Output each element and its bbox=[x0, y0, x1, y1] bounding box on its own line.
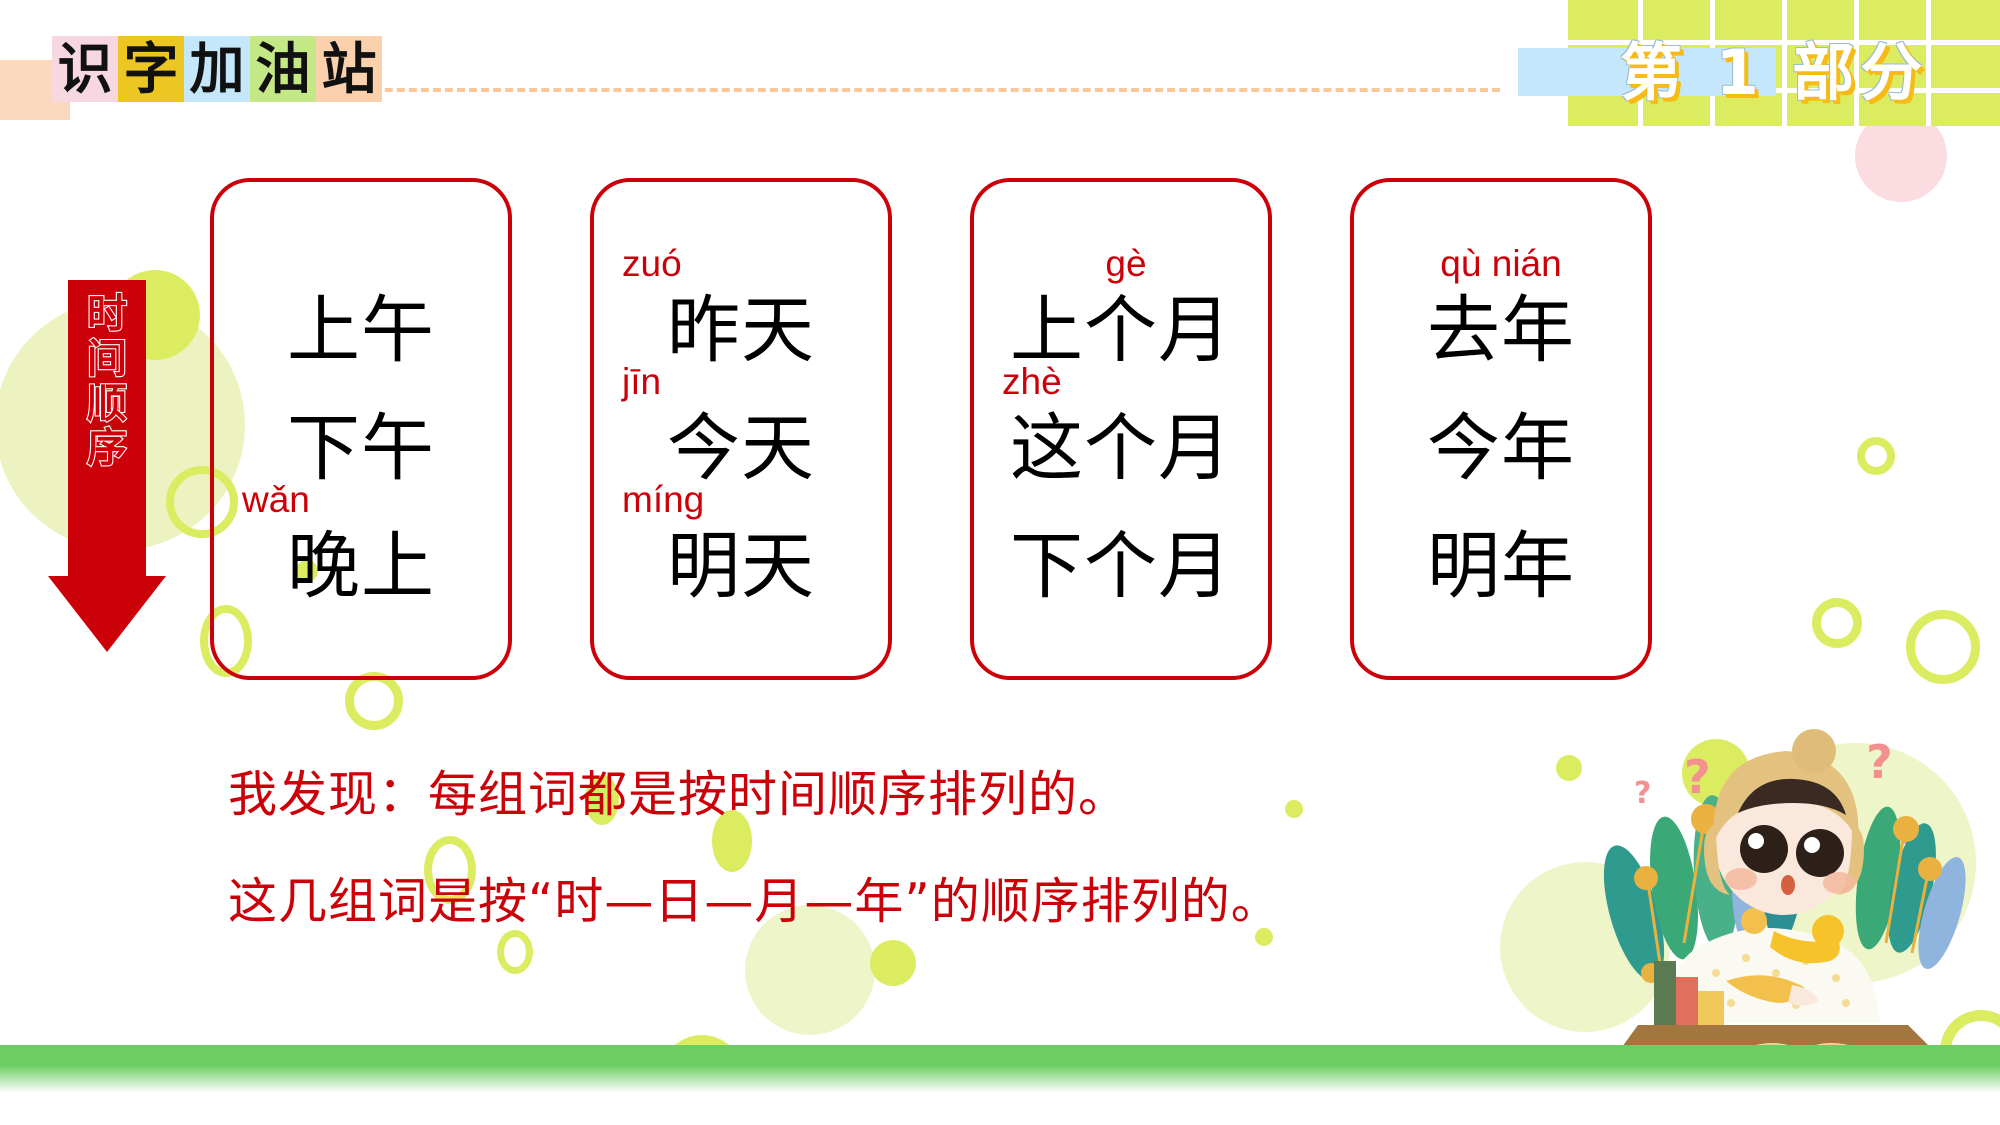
word-card[interactable]: zuó 昨天 jīn 今天 míng 明天 bbox=[590, 178, 892, 680]
word-row: 明年 bbox=[1354, 485, 1648, 603]
word-row: gè 上个月 bbox=[974, 245, 1268, 373]
arrow-label-char-3: 序 bbox=[86, 425, 128, 472]
word-text: 下午 bbox=[287, 406, 435, 491]
title-char-0: 识 bbox=[52, 36, 118, 102]
title-char-1: 字 bbox=[118, 36, 184, 102]
pinyin-label: gè bbox=[1105, 243, 1147, 284]
word-text: 昨天 bbox=[667, 288, 815, 373]
decor-ring-right-mid bbox=[1812, 598, 1862, 648]
svg-text:?: ? bbox=[1684, 750, 1711, 804]
header-dashed-rule bbox=[120, 88, 1500, 92]
word-text: 去年 bbox=[1427, 288, 1575, 373]
word-text: 明年 bbox=[1427, 524, 1575, 609]
word-row: jīn 今天 bbox=[594, 363, 888, 491]
word-text: 上午 bbox=[287, 288, 435, 373]
word-text: 晚上 bbox=[287, 524, 435, 609]
arrow-head-icon bbox=[48, 576, 166, 652]
pinyin-label: wǎn bbox=[242, 479, 310, 520]
title-char-2: 加 bbox=[184, 36, 250, 102]
section-label: 第 1 部分 bbox=[1620, 36, 1929, 109]
pinyin-label: qù nián bbox=[1440, 243, 1562, 284]
word-text: 这个月 bbox=[1010, 406, 1232, 491]
pinyin-label: zhè bbox=[1002, 361, 1062, 402]
word-row: 下午 bbox=[214, 367, 508, 485]
page-title: 识 字 加 油 站 bbox=[52, 36, 382, 102]
word-row: 上午 bbox=[214, 249, 508, 367]
decor-dot-text-d bbox=[1285, 800, 1303, 818]
title-char-3: 油 bbox=[250, 36, 316, 102]
section-blue-highlight bbox=[1518, 48, 1776, 96]
word-card[interactable]: gè 上个月 zhè 这个月 下个月 bbox=[970, 178, 1272, 680]
svg-text:?: ? bbox=[1866, 735, 1893, 789]
bottom-green-bar bbox=[0, 1045, 2000, 1093]
word-text: 今天 bbox=[667, 406, 815, 491]
findings-block: 我发现：每组词都是按时间顺序排列的。 这几组词是按“时—日—月—年”的顺序排列的… bbox=[228, 770, 1281, 984]
word-row: 下个月 bbox=[974, 485, 1268, 603]
arrow-label-char-1: 间 bbox=[86, 335, 128, 382]
word-card-group: 上午 下午 wǎn 晚上 zuó 昨天 jīn bbox=[210, 178, 1770, 683]
arrow-label-char-2: 顺 bbox=[86, 380, 128, 427]
word-row: zhè 这个月 bbox=[974, 363, 1268, 491]
word-text: 下个月 bbox=[1010, 524, 1232, 609]
finding-line: 我发现：每组词都是按时间顺序排列的。 bbox=[228, 766, 1129, 823]
word-text: 上个月 bbox=[1010, 288, 1232, 373]
word-row: míng 明天 bbox=[594, 481, 888, 609]
decor-ring-right-small bbox=[1857, 437, 1895, 475]
finding-line: 这几组词是按“时—日—月—年”的顺序排列的。 bbox=[228, 873, 1281, 930]
word-row: zuó 昨天 bbox=[594, 245, 888, 373]
pinyin-label: zuó bbox=[622, 243, 682, 284]
arrow-label-char-0: 时 bbox=[86, 291, 128, 338]
word-card[interactable]: qù nián 去年 今年 明年 bbox=[1350, 178, 1652, 680]
word-card[interactable]: 上午 下午 wǎn 晚上 bbox=[210, 178, 512, 680]
word-text: 明天 bbox=[667, 524, 815, 609]
child-reading-illustration: ? ? ? ? bbox=[1556, 673, 1986, 1093]
pinyin-label: jīn bbox=[622, 361, 662, 402]
word-row: 今年 bbox=[1354, 367, 1648, 485]
word-row: qù nián 去年 bbox=[1354, 245, 1648, 373]
word-text: 今年 bbox=[1427, 406, 1575, 491]
time-order-arrow: 时 间 顺 序 bbox=[48, 280, 168, 652]
pinyin-label: míng bbox=[622, 479, 705, 520]
arrow-label: 时 间 顺 序 bbox=[68, 291, 146, 472]
word-row: wǎn 晚上 bbox=[214, 481, 508, 609]
svg-text:?: ? bbox=[1634, 776, 1651, 811]
title-char-4: 站 bbox=[316, 36, 382, 102]
